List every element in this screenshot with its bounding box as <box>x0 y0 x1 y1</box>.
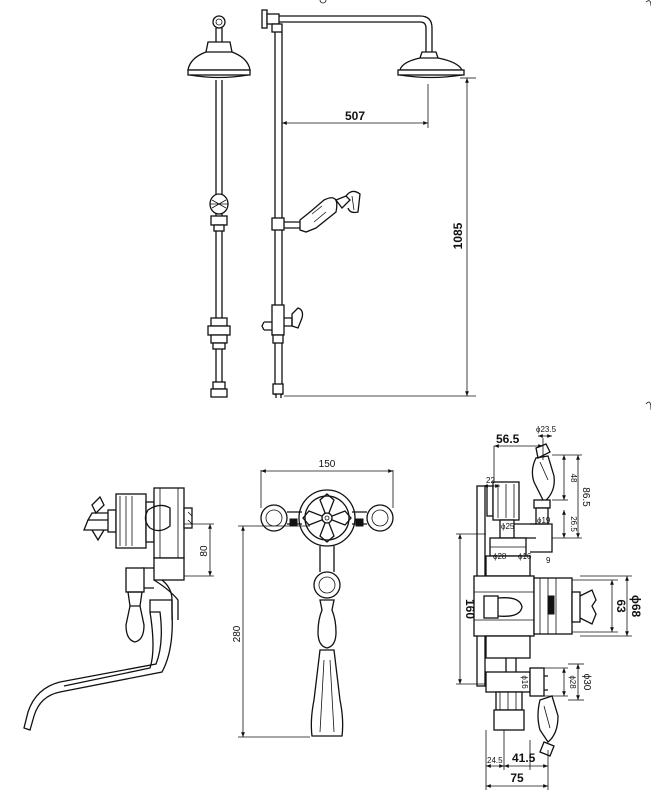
d19-label: ϕ19 <box>537 516 551 525</box>
shower-riser-front-view <box>187 15 251 398</box>
d28-upper-label: ϕ28 <box>493 552 507 561</box>
dim-24-5-label: 24.5 <box>487 756 503 765</box>
valve-detail-view <box>473 443 597 757</box>
dimension-1085: 1085 <box>284 77 476 397</box>
d28-lower-label: ϕ28 <box>568 675 577 689</box>
edge-fragment <box>645 0 651 411</box>
d68-label: ϕ68 <box>629 595 643 618</box>
valve-detail-dimensions: 56.5 ϕ23.5 22 48 86.5 26.5 ϕ25 ϕ28 ϕ19 9… <box>456 425 643 790</box>
riser-height-label: 1085 <box>451 222 465 249</box>
d16-label: ϕ16 <box>520 675 529 689</box>
dim-22-label: 22 <box>486 476 495 485</box>
top-cap-diameter-label: ϕ23.5 <box>536 425 557 434</box>
dim-86-5-label: 86.5 <box>580 487 591 507</box>
dimension-80: 80 <box>184 523 214 577</box>
bath-valve-front-view <box>260 489 394 737</box>
side-height-label: 80 <box>199 545 210 557</box>
valve-width-label: 150 <box>319 459 336 470</box>
spout-drop-label: 280 <box>232 625 243 642</box>
dim-63-label: 63 <box>614 599 628 613</box>
d30-label: ϕ30 <box>581 674 592 691</box>
dim-41-5-label: 41.5 <box>512 751 536 765</box>
top-offset-label: 56.5 <box>496 432 520 446</box>
dimension-150: 150 <box>260 459 394 508</box>
shower-riser-side-view <box>261 9 465 398</box>
d16-upper-label: ϕ16 <box>518 552 532 561</box>
dim-48-label: 48 <box>569 474 578 483</box>
body-height-label: 160 <box>463 599 477 619</box>
bath-valve-side-view <box>23 487 193 731</box>
dimension-280: 280 <box>232 525 310 738</box>
d25-label: ϕ25 <box>501 522 515 531</box>
dimension-507: 507 <box>282 84 429 128</box>
edge-fragment <box>319 0 327 4</box>
dim-26-5-label: 26.5 <box>569 516 578 532</box>
arm-length-label: 507 <box>345 109 365 123</box>
dim-9-label: 9 <box>546 556 551 565</box>
overall-width-label: 75 <box>510 771 524 785</box>
